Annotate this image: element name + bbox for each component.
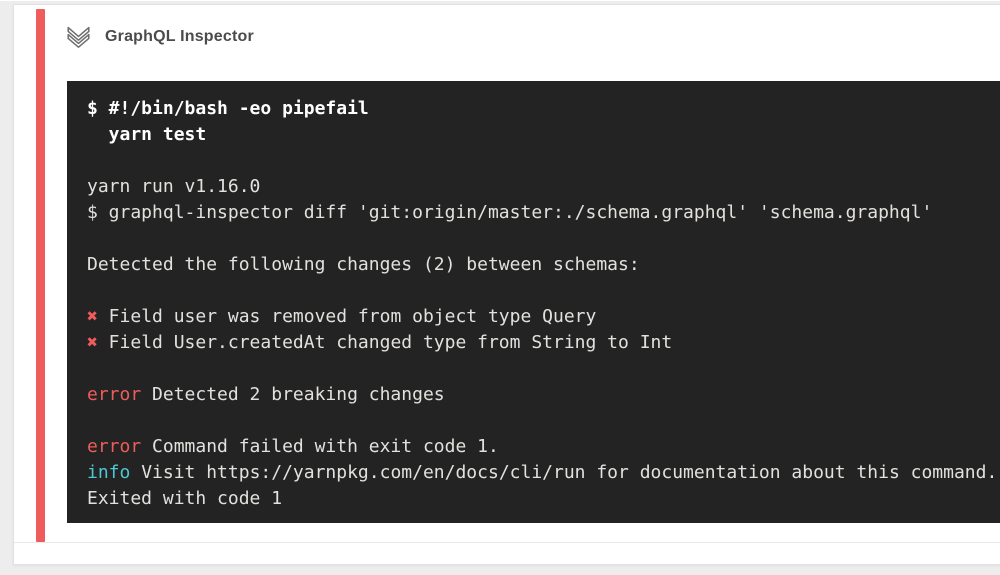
terminal-line: info Visit https://yarnpkg.com/en/docs/c… <box>87 462 998 483</box>
terminal-line: Exited with code 1 <box>87 488 283 509</box>
terminal-line <box>87 148 985 174</box>
collapse-double-chevron-down-icon[interactable] <box>66 25 91 49</box>
terminal-line: error Command failed with exit code 1. <box>87 436 499 457</box>
terminal-line: error Detected 2 breaking changes <box>87 384 445 405</box>
failed-status-stripe <box>36 9 45 542</box>
row-divider <box>14 542 1000 543</box>
terminal-line: ✖ Field user was removed from object typ… <box>87 306 597 327</box>
terminal-line: $ graphql-inspector diff 'git:origin/mas… <box>87 202 933 223</box>
terminal-log: $ #!/bin/bash -eo pipefail yarn test yar… <box>67 81 1000 523</box>
terminal-line <box>87 226 985 252</box>
terminal-line: yarn run v1.16.0 <box>87 176 261 197</box>
terminal-line: yarn test <box>87 124 207 145</box>
terminal-line: $ #!/bin/bash -eo pipefail <box>87 98 369 119</box>
terminal-lines: $ #!/bin/bash -eo pipefail yarn test yar… <box>87 96 998 512</box>
terminal-line <box>87 356 985 382</box>
terminal-line: Detected the following changes (2) betwe… <box>87 254 640 275</box>
terminal-line <box>87 408 985 434</box>
page-top-hairline <box>0 0 1000 1</box>
build-step-card: GraphQL Inspector $ #!/bin/bash -eo pipe… <box>13 4 1000 565</box>
terminal-line <box>87 278 985 304</box>
step-title: GraphQL Inspector <box>105 28 254 45</box>
step-header[interactable]: GraphQL Inspector <box>66 21 254 53</box>
terminal-line: ✖ Field User.createdAt changed type from… <box>87 332 673 353</box>
